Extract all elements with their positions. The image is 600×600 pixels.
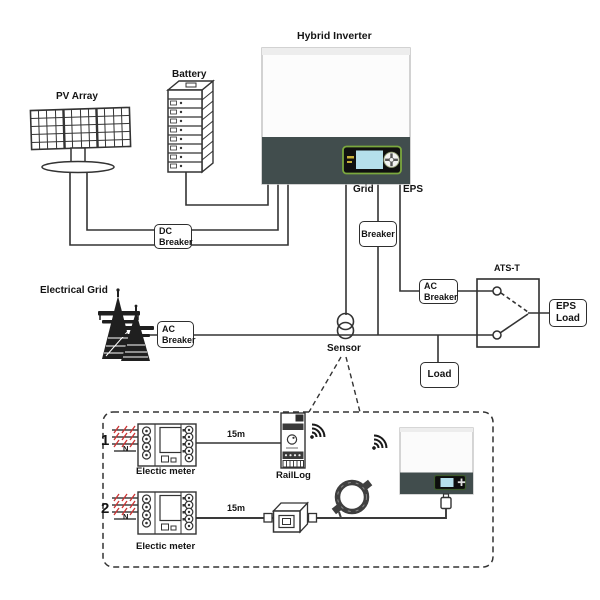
dc-breaker-line1: DC — [159, 225, 172, 236]
ats-label: ATS-T — [494, 263, 520, 273]
dc-breaker-line2: Breaker — [159, 236, 193, 247]
electric-meter-icon — [137, 491, 197, 535]
distance-row1-label: 15m — [227, 429, 246, 439]
raillog-label: RailLog — [276, 470, 311, 481]
pv-array-label: PV Array — [56, 91, 98, 102]
eps-load-line2: Load — [556, 313, 580, 324]
distance-row2-label: 15m — [227, 503, 246, 513]
ac-breaker-grid-line2: Breaker — [162, 334, 196, 345]
ac-breaker-grid-box: AC Breaker — [157, 321, 196, 348]
load-line1: Load — [427, 369, 452, 380]
hybrid-inverter-icon — [261, 47, 411, 185]
eps-load-box: EPS Load — [549, 299, 587, 327]
transmission-towers-icon — [98, 288, 154, 361]
phase-lines-icon — [112, 493, 140, 520]
neutral-label-row1: N — [123, 444, 129, 453]
wifi-icon — [372, 434, 388, 450]
inverter-display — [342, 145, 402, 175]
solar-panel-icon — [29, 106, 132, 174]
grid-port-label: Grid — [353, 184, 374, 195]
load-box: Load — [420, 362, 459, 388]
neutral-label-row2: N — [123, 512, 129, 521]
cable-coil-icon — [331, 479, 373, 519]
battery-rack-icon — [166, 79, 215, 174]
meter-row1-index: 1 — [101, 432, 110, 449]
electric-meter-icon — [137, 423, 197, 467]
grid-breaker-line1: Breaker — [361, 228, 395, 239]
ac-breaker-eps-line1: AC — [424, 280, 437, 291]
wifi-icon — [310, 423, 326, 439]
grid-breaker-box: Breaker — [359, 221, 397, 247]
meter-row2-index: 2 — [101, 500, 110, 517]
eps-load-line1: EPS — [556, 301, 577, 312]
raillog-device-icon — [280, 412, 306, 469]
ac-breaker-eps-box: AC Breaker — [419, 279, 458, 304]
hybrid-inverter-label: Hybrid Inverter — [297, 30, 372, 42]
ats-switch-contacts — [492, 286, 502, 340]
battery-label: Battery — [172, 69, 207, 80]
usb-plug-icon — [440, 493, 452, 510]
wifi-inverter-icon — [399, 427, 474, 510]
meter-row2-label: Electic meter — [136, 541, 196, 552]
eps-port-label: EPS — [403, 184, 424, 195]
cable-coupler-icon — [263, 501, 318, 534]
electrical-grid-label: Electrical Grid — [40, 285, 108, 296]
dc-breaker-box: DC Breaker — [154, 224, 193, 249]
sensor-label: Sensor — [327, 343, 361, 354]
ac-breaker-grid-line1: AC — [162, 323, 175, 334]
phase-lines-icon — [112, 425, 140, 452]
wiring-lines — [69, 171, 549, 519]
monitoring-dashed-box — [102, 411, 494, 568]
ct-sensor-icon — [336, 312, 355, 340]
meter-row1-label: Electic meter — [136, 466, 196, 477]
sensor-callout-dashes — [308, 356, 361, 413]
ac-breaker-eps-line2: Breaker — [424, 291, 458, 302]
